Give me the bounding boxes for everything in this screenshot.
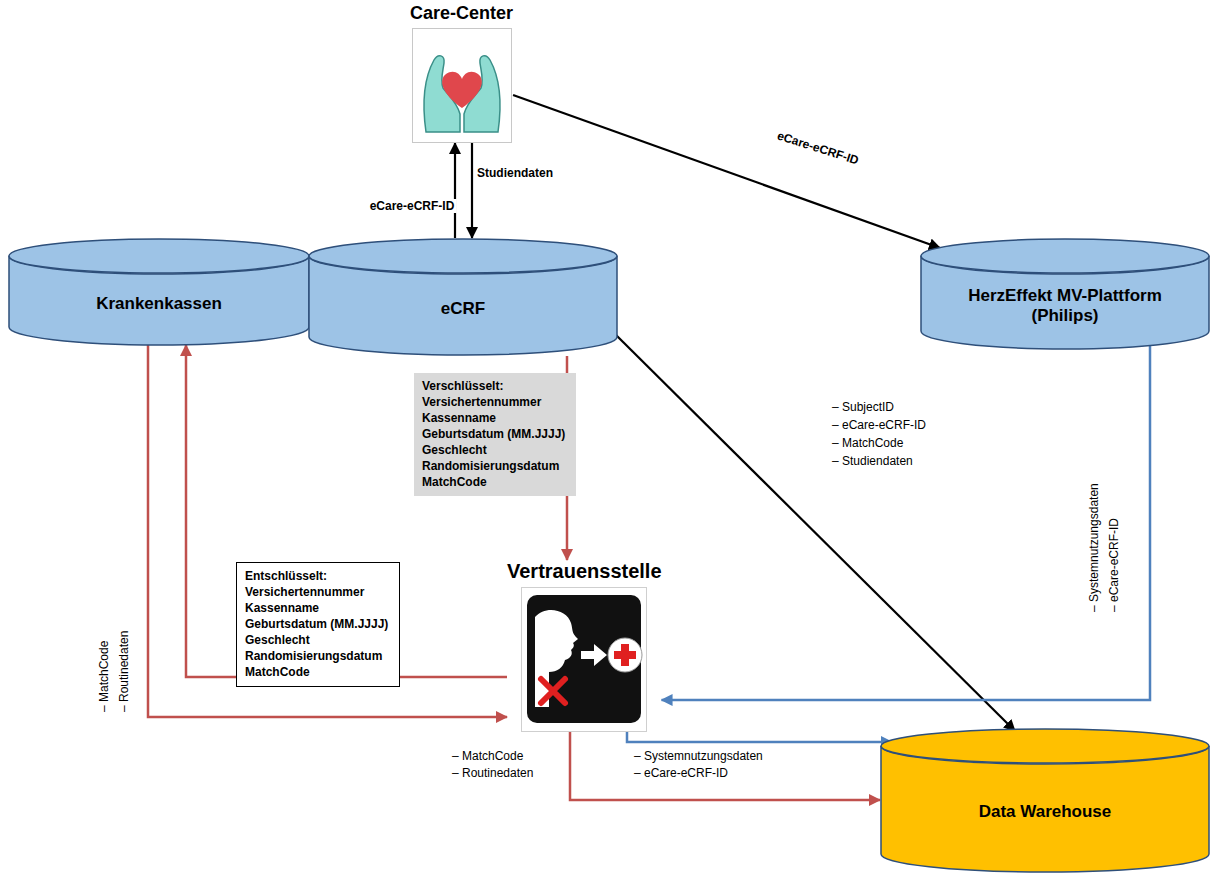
care-center: Care-Center — [410, 3, 513, 143]
list-line: Entschlüsselt: — [245, 568, 391, 584]
list-line: Versichertennummer — [245, 584, 391, 600]
database-cylinder: eCRF — [308, 238, 618, 356]
list-item: – Studiendaten — [832, 452, 926, 470]
list-item: – SubjectID — [832, 398, 926, 416]
edge-label: eCare-eCRF-ID — [368, 199, 457, 213]
list-line: Geburtsdatum (MM.JJJJ) — [245, 616, 391, 632]
list-line: Randomisierungsdatum — [422, 458, 568, 474]
connector — [615, 334, 1015, 731]
node-title: eCRF — [441, 299, 485, 319]
database-cylinder: Krankenkassen — [8, 238, 310, 346]
list-line: MatchCode — [245, 664, 391, 680]
connector — [627, 732, 892, 742]
list-line: Randomisierungsdatum — [245, 648, 391, 664]
icon-holder — [410, 28, 513, 143]
label-holder: Krankenkassen — [96, 294, 222, 314]
care-icon — [412, 28, 512, 143]
node-title: Data Warehouse — [979, 802, 1112, 822]
list-line: Kassenname — [245, 600, 391, 616]
label-holder: HerzEffekt MV-Plattform (Philips) — [945, 286, 1185, 327]
list-line: MatchCode — [422, 474, 568, 490]
label-list: – SubjectID– eCare-eCRF-ID– MatchCode– S… — [832, 398, 926, 470]
label-holder: Data Warehouse — [979, 802, 1112, 822]
list-line: Geschlecht — [422, 442, 568, 458]
node-title: HerzEffekt MV-Plattform (Philips) — [945, 286, 1185, 327]
list-item: – eCare-eCRF-ID — [832, 416, 926, 434]
cylinder-shape — [308, 238, 618, 356]
list-line: Geschlecht — [245, 632, 391, 648]
edge-label: Studiendaten — [475, 166, 555, 180]
trust-center: Vertrauensstelle — [507, 560, 662, 732]
node-title: Care-Center — [410, 3, 513, 24]
list-line: Geburtsdatum (MM.JJJJ) — [422, 426, 568, 442]
connector — [454, 143, 456, 238]
list-item: – Systemnutzungsdaten — [634, 748, 763, 765]
node-title: Krankenkassen — [96, 294, 222, 314]
label-list: – Systemnutzungsdaten– eCare-eCRF-ID — [1084, 483, 1124, 612]
connector — [471, 143, 473, 238]
connector — [513, 95, 940, 248]
list-line: Versichertennummer — [422, 394, 568, 410]
label-holder: eCRF — [441, 299, 485, 319]
node-title: Vertrauensstelle — [507, 560, 662, 583]
list-line: Kassenname — [422, 410, 568, 426]
list-line: Verschlüsselt: — [422, 378, 568, 394]
cylinder-shape — [880, 728, 1210, 873]
icon-holder — [507, 587, 662, 732]
label-list: – MatchCode– Routinedaten — [452, 748, 533, 782]
label-list: – MatchCode– Routinedaten — [94, 631, 134, 712]
cylinder-shape — [8, 238, 310, 346]
warehouse-cylinder: Data Warehouse — [880, 728, 1210, 873]
list-item: – MatchCode — [94, 631, 114, 712]
database-cylinder: HerzEffekt MV-Plattform (Philips) — [920, 238, 1210, 350]
label-list: – Systemnutzungsdaten– eCare-eCRF-ID — [634, 748, 763, 782]
list-item: – Routinedaten — [452, 765, 533, 782]
list-item: – Systemnutzungsdaten — [1084, 483, 1104, 612]
decrypted-box: Entschlüsselt:VersichertennummerKassenna… — [236, 562, 400, 687]
list-item: – MatchCode — [832, 434, 926, 452]
list-item: – eCare-eCRF-ID — [634, 765, 763, 782]
list-item: – MatchCode — [452, 748, 533, 765]
edge-label: eCare-eCRF-ID — [774, 128, 863, 168]
trust-icon — [521, 587, 647, 732]
connector — [662, 346, 1150, 700]
list-item: – eCare-eCRF-ID — [1104, 483, 1124, 612]
list-item: – Routinedaten — [114, 631, 134, 712]
encrypted-box: Verschlüsselt:VersichertennummerKassenna… — [414, 373, 576, 496]
